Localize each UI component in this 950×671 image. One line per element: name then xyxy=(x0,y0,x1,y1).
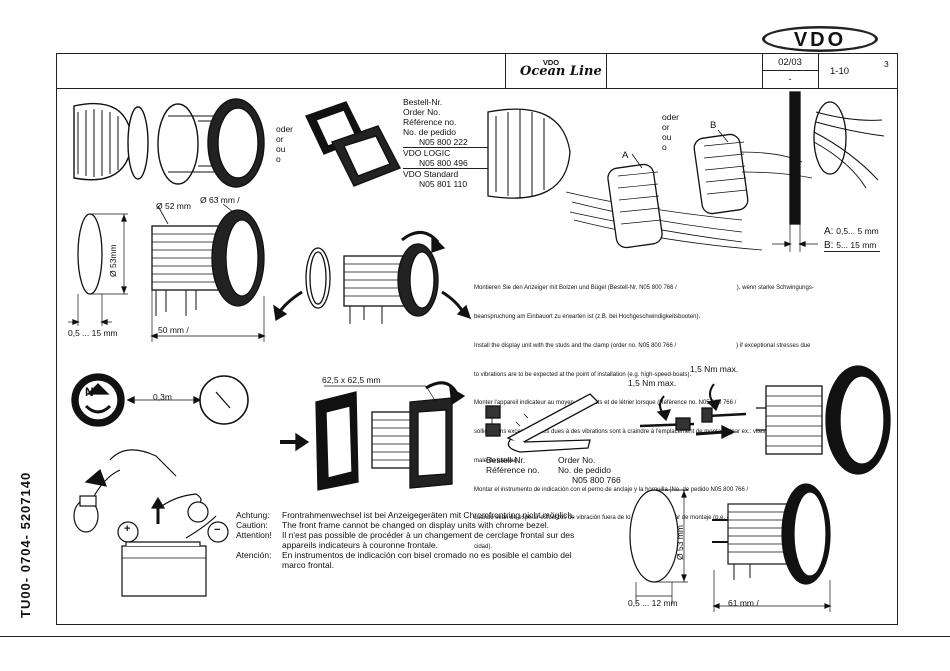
header-date: 02/03 xyxy=(778,57,802,68)
bezel-notes: Achtung:Frontrahmenwechsel ist bei Anzei… xyxy=(236,510,575,570)
spec-a: A: 0,5... 5 mm xyxy=(824,226,879,237)
square-size: 62,5 x 62,5 mm xyxy=(322,375,381,385)
header-page-range: 1-10 xyxy=(830,66,850,77)
oder-options-left: oder or ou o xyxy=(276,124,294,164)
dim-d63: Ø 63 mm / xyxy=(200,195,240,205)
document-frame xyxy=(56,53,898,625)
dimension-drawing-right xyxy=(629,483,832,612)
dim-d53-right: Ø 53 mm xyxy=(675,525,685,560)
order-number-2: N05 800 496 xyxy=(403,158,491,169)
order-number-1: N05 800 222 xyxy=(403,137,491,148)
square-frame-illustration xyxy=(280,381,466,491)
header-cell-border xyxy=(606,53,607,88)
torque-label-2: 1,5 Nm max. xyxy=(690,364,739,374)
label-a: A xyxy=(622,150,629,161)
header-page-number: 3 xyxy=(884,59,889,69)
clamp-col1: Bestell-Nr. Référence no. xyxy=(486,455,540,475)
stud-clamp-illustration xyxy=(485,393,600,453)
compass-letter: N xyxy=(85,385,94,399)
header-logo-small: VDO xyxy=(542,58,560,67)
dim-length-left: 50 mm / xyxy=(158,325,189,335)
vdo-standard-label: VDO Standard xyxy=(403,169,459,179)
instrument-exploded-illustration xyxy=(73,98,265,188)
dim-length-right: 61 mm / xyxy=(728,598,759,608)
vdo-logic-label: VDO LOGIC xyxy=(403,148,451,158)
vdo-logo-text: VDO xyxy=(794,29,846,51)
dimension-drawing-left xyxy=(68,203,266,342)
bezel-swap-illustration xyxy=(273,231,472,324)
clamp-col2: Order No. No. de pedido N05 800 766 xyxy=(558,455,621,485)
spec-b: B: 5... 15 mm xyxy=(824,240,881,252)
battery-wiring-illustration xyxy=(73,449,229,597)
clamp-mounting-illustration xyxy=(487,91,885,252)
order-numbers-top-left: Bestell-Nr. Order No. Référence no. No. … xyxy=(403,97,491,189)
header-cell-border xyxy=(818,53,819,88)
header-cell-border xyxy=(505,53,506,88)
vdo-logo: VDO xyxy=(762,26,878,52)
header-cell-border xyxy=(762,70,818,71)
header-revision: - xyxy=(788,74,792,85)
part-number-vertical: TU00- 0704- 5207140 xyxy=(18,471,33,618)
torque-illustration xyxy=(639,365,891,475)
clamp-order-number: N05 800 766 xyxy=(572,475,621,485)
header-logo-script: Ocean Line xyxy=(520,64,602,79)
oder-options-right: oder or ou o xyxy=(662,112,680,152)
compass-distance-illustration xyxy=(71,373,249,427)
dim-thickness-left: 0,5 ... 15 mm xyxy=(68,328,118,338)
dim-d52: Ø 52 mm xyxy=(156,201,191,211)
front-frame-illustration xyxy=(305,101,401,187)
dim-thickness-right: 0,5 ... 12 mm xyxy=(628,598,678,608)
compass-distance: 0,3m xyxy=(153,392,172,402)
order-number-3: N05 801 110 xyxy=(419,179,468,189)
battery-minus-icon: − xyxy=(214,524,221,536)
dim-d53: Ø 53mm xyxy=(108,244,118,277)
page-bottom-rule xyxy=(0,636,950,637)
label-b: B xyxy=(710,120,717,131)
header-divider xyxy=(56,88,897,89)
torque-label-1: 1,5 Nm max. xyxy=(628,378,677,388)
battery-plus-icon: + xyxy=(124,523,131,535)
